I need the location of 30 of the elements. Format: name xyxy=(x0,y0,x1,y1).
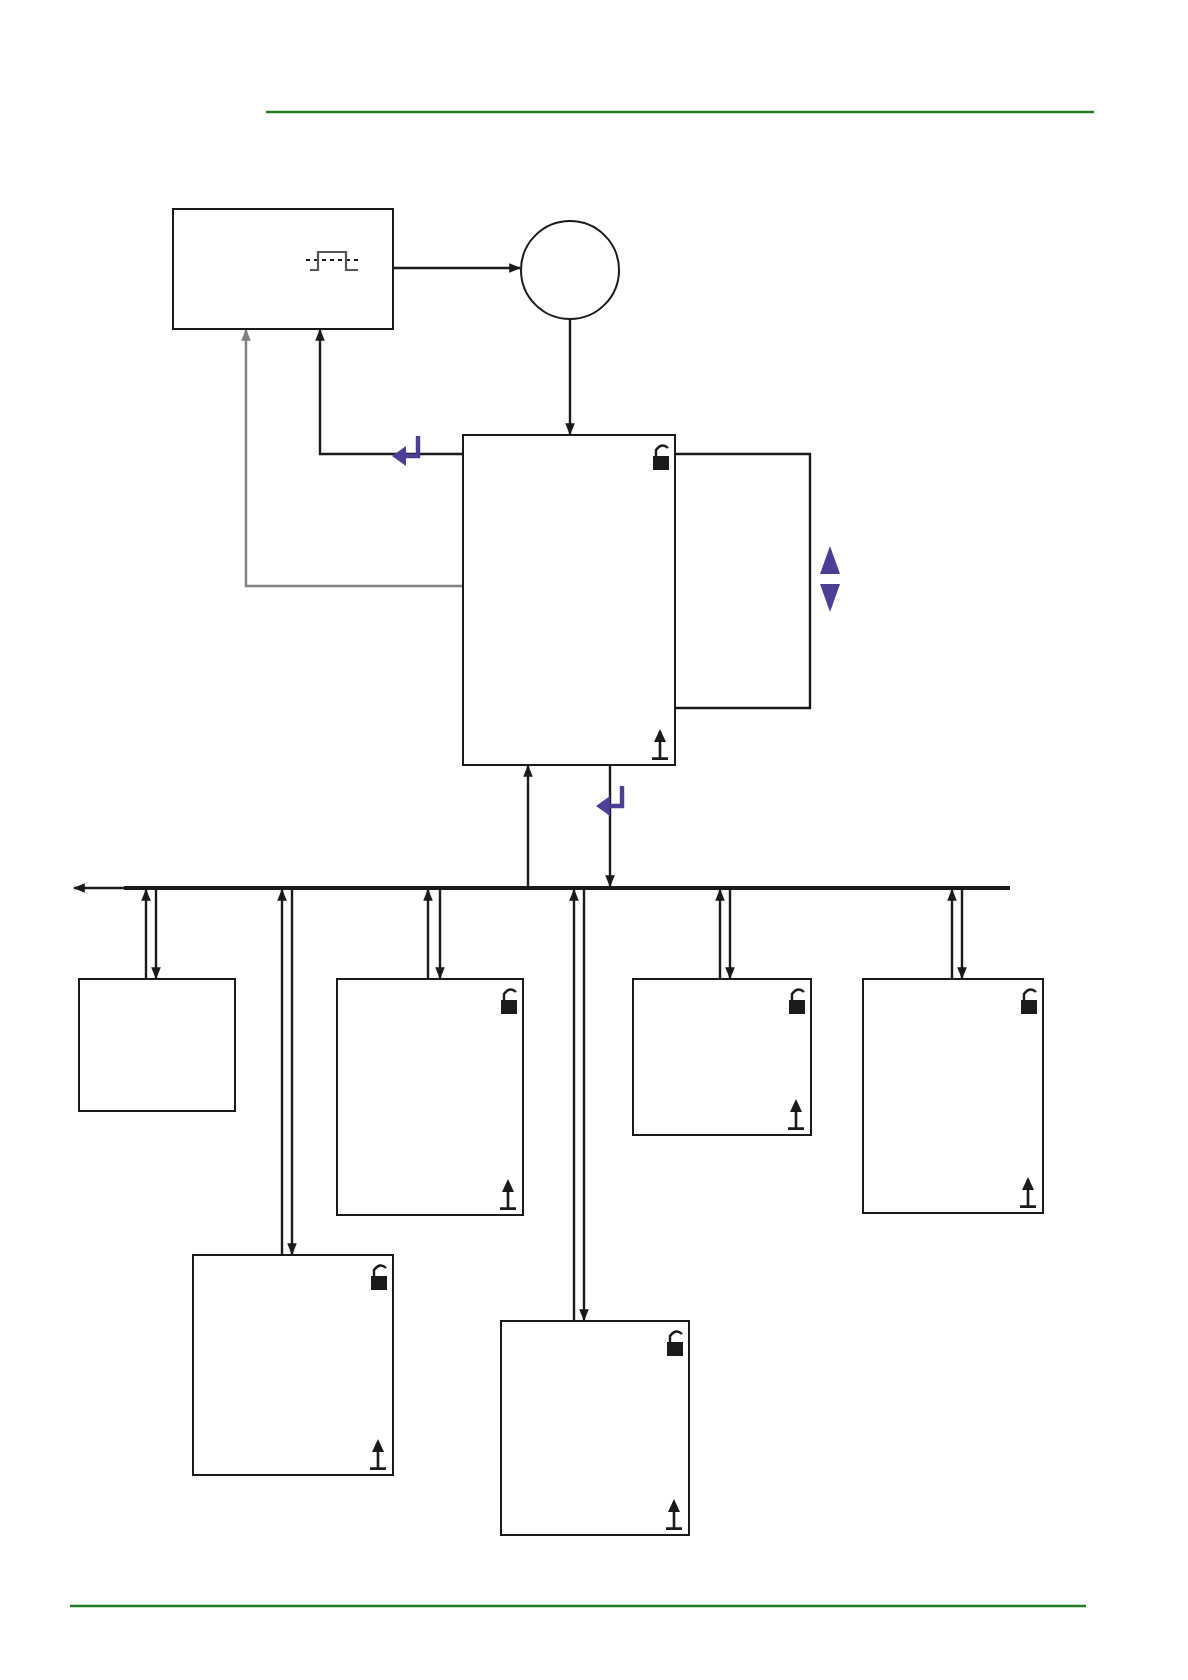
arrow xyxy=(287,890,297,1256)
screen-box xyxy=(192,1254,394,1476)
arrow xyxy=(523,764,533,886)
arrow xyxy=(957,890,967,980)
arrow xyxy=(725,890,735,980)
arrow xyxy=(565,320,575,436)
arrow xyxy=(141,888,151,978)
arrow xyxy=(72,883,124,893)
screen-box xyxy=(172,208,394,330)
screen-box xyxy=(632,978,812,1136)
arrow xyxy=(947,888,957,978)
circle-node xyxy=(520,220,620,320)
screen-box xyxy=(78,978,236,1112)
screen-box xyxy=(500,1320,690,1536)
screen-box xyxy=(862,978,1044,1214)
arrow xyxy=(435,890,445,980)
bus-line xyxy=(124,886,1010,890)
arrow xyxy=(394,263,522,273)
arrow xyxy=(423,888,433,978)
screen-box xyxy=(336,978,524,1216)
arrow xyxy=(715,888,725,978)
arrow xyxy=(315,328,462,456)
arrow xyxy=(579,890,589,1322)
arrow xyxy=(151,890,161,980)
arrow xyxy=(241,328,462,588)
arrow xyxy=(277,888,287,1254)
arrow xyxy=(605,766,615,888)
connector-line xyxy=(676,452,812,710)
arrow xyxy=(569,888,579,1320)
screen-box xyxy=(462,434,676,766)
